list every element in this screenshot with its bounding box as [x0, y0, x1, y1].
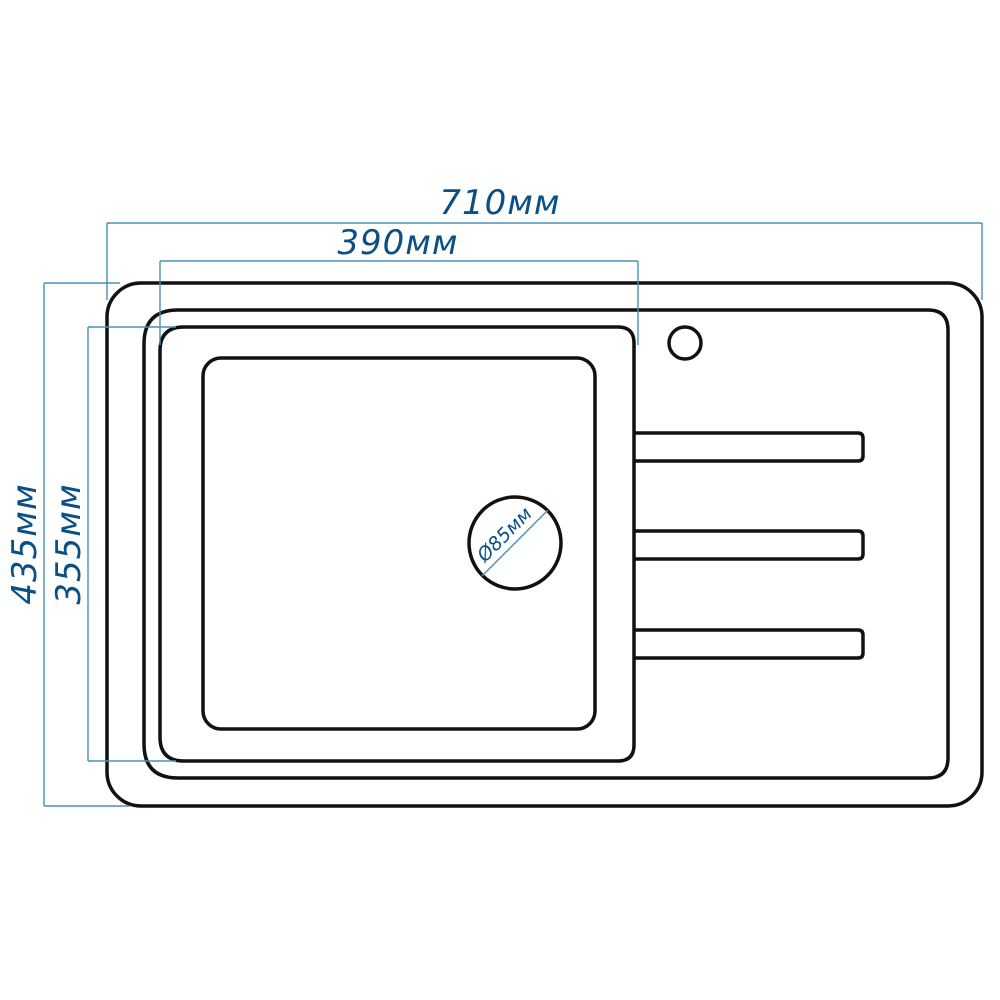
drain-diameter-line: [481, 509, 549, 577]
dimension-435-line: [43, 282, 130, 807]
drainer-groove-1: [634, 431, 865, 463]
bowl-rim: [158, 325, 636, 763]
dimension-355-line: [87, 326, 176, 762]
dimension-390-line: [159, 260, 639, 345]
dimension-710-line: [106, 222, 983, 300]
drainer-groove-2: [634, 529, 865, 561]
dimension-710-label: 710мм: [439, 183, 560, 223]
dimension-435-label: 435мм: [5, 483, 45, 604]
bowl-inner: [201, 356, 597, 731]
dimension-390-label: 390мм: [337, 223, 458, 263]
sink-outer-outline: [105, 281, 984, 808]
tap-hole: [667, 325, 703, 361]
drainer-groove-3: [634, 628, 865, 660]
dimension-355-label: 355мм: [49, 483, 89, 604]
drain-hole: [467, 495, 563, 591]
sink-inner-rim: [142, 308, 950, 780]
